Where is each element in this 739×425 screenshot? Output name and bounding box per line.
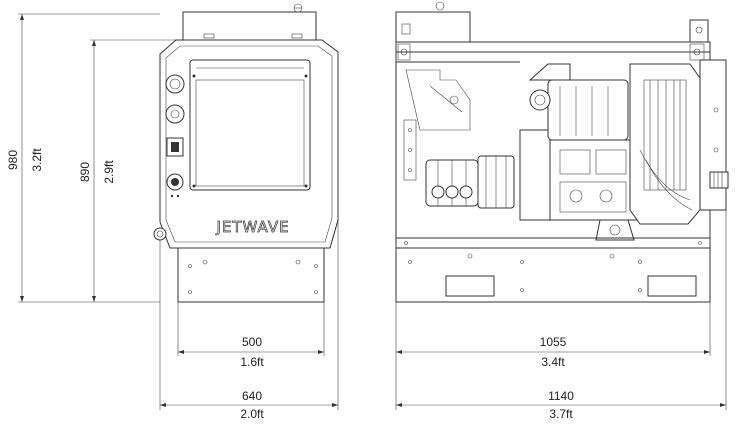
side-base-slot-left: [445, 275, 495, 297]
front-width-dimension-total: 640 2.0ft: [159, 220, 339, 421]
height-dimension-cabinet: 890 2.9ft: [78, 39, 176, 302]
front-base-mm-label: 500: [242, 335, 262, 349]
pump-unit: [425, 155, 515, 209]
front-total-mm-label: 640: [242, 389, 262, 403]
side-base-mm-label: 1055: [540, 335, 567, 349]
side-length-dimension-base: 1055 3.4ft: [395, 302, 711, 369]
brand-logo: JETWAVE: [215, 218, 289, 236]
side-total-ft-label: 3.7ft: [549, 407, 573, 421]
radiator: [629, 63, 701, 225]
control-emergency-stop-icon: [165, 74, 185, 94]
height-total-mm-label: 980: [6, 150, 20, 170]
exhaust-outlet-icon: [709, 171, 729, 189]
front-base: [177, 247, 325, 303]
control-key-switch-icon: [166, 137, 184, 157]
front-window: [189, 59, 311, 191]
control-power-button-icon: [166, 173, 184, 191]
side-base-slot-right: [647, 275, 697, 297]
height-total-ft-label: 3.2ft: [30, 148, 44, 172]
engine-block: [519, 63, 641, 241]
height-cabinet-ft-label: 2.9ft: [102, 160, 116, 184]
height-dimension-total: 980 3.2ft: [6, 13, 160, 303]
control-dial-icon: [165, 104, 185, 124]
front-width-dimension-base: 500 1.6ft: [177, 302, 325, 369]
front-base-ft-label: 1.6ft: [240, 355, 264, 369]
side-total-mm-label: 1140: [548, 389, 574, 403]
front-total-ft-label: 2.0ft: [240, 407, 264, 421]
height-cabinet-mm-label: 890: [78, 162, 92, 182]
side-top-bracket: [395, 11, 471, 43]
side-view: [395, 1, 729, 303]
front-top-bracket: [182, 11, 317, 41]
side-length-dimension-total: 1140 3.7ft: [395, 210, 727, 421]
side-base-ft-label: 3.4ft: [541, 355, 565, 369]
front-side-fitting-icon: [153, 227, 167, 241]
front-view: JETWAVE: [153, 3, 339, 303]
